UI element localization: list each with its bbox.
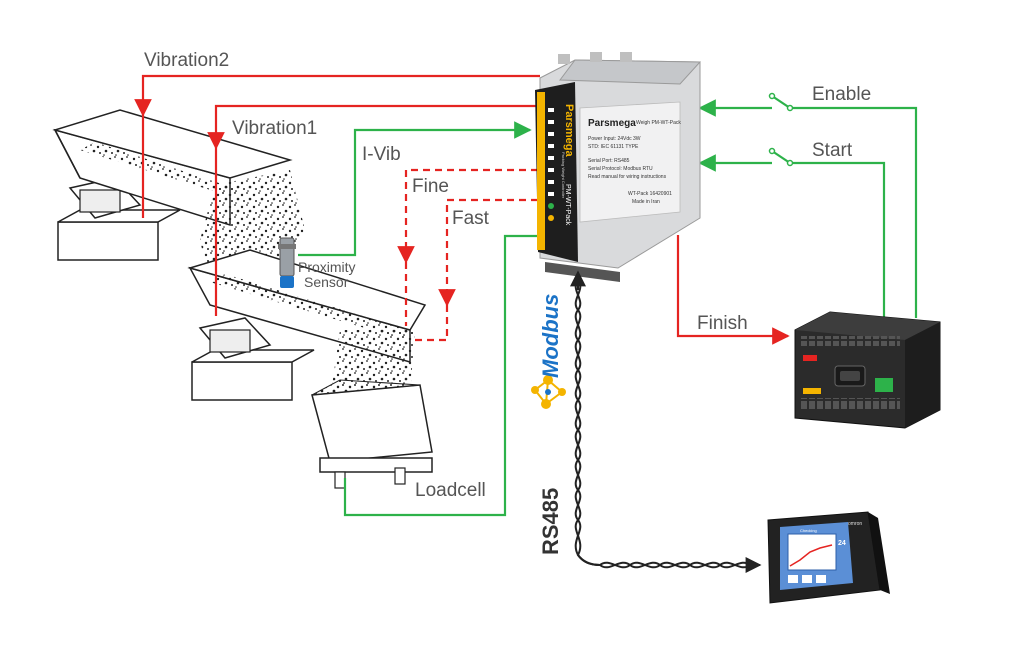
proximity-label-line2: Sensor — [304, 274, 349, 290]
enable-switch — [768, 92, 794, 112]
ivib-line — [298, 121, 532, 257]
hmi-brand: omron — [848, 521, 862, 527]
label-loadcell: Loadcell — [415, 480, 486, 501]
label-ivib: I-Vib — [362, 144, 401, 165]
proximity-label-line1: Proximity — [298, 259, 356, 275]
weighing-bucket — [311, 379, 433, 489]
start-line — [790, 161, 886, 318]
controller-spec-3: Serial Protocol: Modbus RTU — [588, 166, 653, 172]
controller-leds — [548, 108, 554, 221]
controller-model: Weigh PM-WT-Pack — [636, 120, 681, 126]
controller-brand: Parsmega — [588, 118, 636, 129]
proximity-sensor: Proximity Sensor — [278, 237, 356, 290]
vibration1-line — [207, 104, 540, 150]
hmi-value: 24 — [838, 540, 846, 547]
finish-line — [676, 235, 790, 345]
vibration2-line — [134, 74, 540, 117]
label-fast: Fast — [452, 208, 490, 229]
controller-serial: WT-Pack 16420901 — [628, 191, 672, 197]
loadcell-line — [343, 234, 538, 517]
start-switch — [768, 147, 794, 167]
controller-made-in: Made in Iran — [632, 199, 660, 205]
modbus-network-icon — [531, 375, 566, 409]
controller-side-text: Packing Weight Controller — [561, 152, 566, 199]
label-rs485: RS485 — [538, 488, 563, 555]
hmi-screen-title: Checking — [800, 528, 817, 533]
controller-spec-4: Read manual for wiring instructions — [588, 174, 667, 180]
label-enable: Enable — [812, 84, 871, 105]
controller-side-model: PM-WT-Pack — [564, 184, 571, 226]
enable-line — [790, 106, 918, 318]
controller-spec-2: Serial Port: RS485 — [588, 158, 630, 164]
fine-line — [397, 168, 538, 264]
label-fine: Fine — [412, 176, 449, 197]
modbus-logo: Modbus — [531, 294, 566, 409]
controller-spec-0: Power Input: 24Vdc 3W — [588, 136, 641, 142]
plc-unit — [794, 311, 941, 429]
label-vibration2: Vibration2 — [144, 50, 229, 71]
green-signal-lines — [298, 95, 918, 517]
weight-controller: Parsmega Weigh PM-WT-Pack Power Input: 2… — [535, 52, 702, 282]
label-finish: Finish — [697, 313, 748, 334]
label-modbus: Modbus — [538, 294, 563, 378]
red-signal-lines — [134, 74, 790, 345]
hmi-touch-panel: Checking 24 omron — [767, 511, 890, 604]
rs485-twisted-cable — [570, 270, 762, 573]
controller-side-brand: Parsmega — [563, 104, 575, 157]
fast-line — [438, 198, 538, 307]
label-start: Start — [812, 140, 853, 161]
controller-spec-1: STD: IEC 61131 TYPE — [588, 144, 639, 150]
label-vibration1: Vibration1 — [232, 118, 317, 139]
